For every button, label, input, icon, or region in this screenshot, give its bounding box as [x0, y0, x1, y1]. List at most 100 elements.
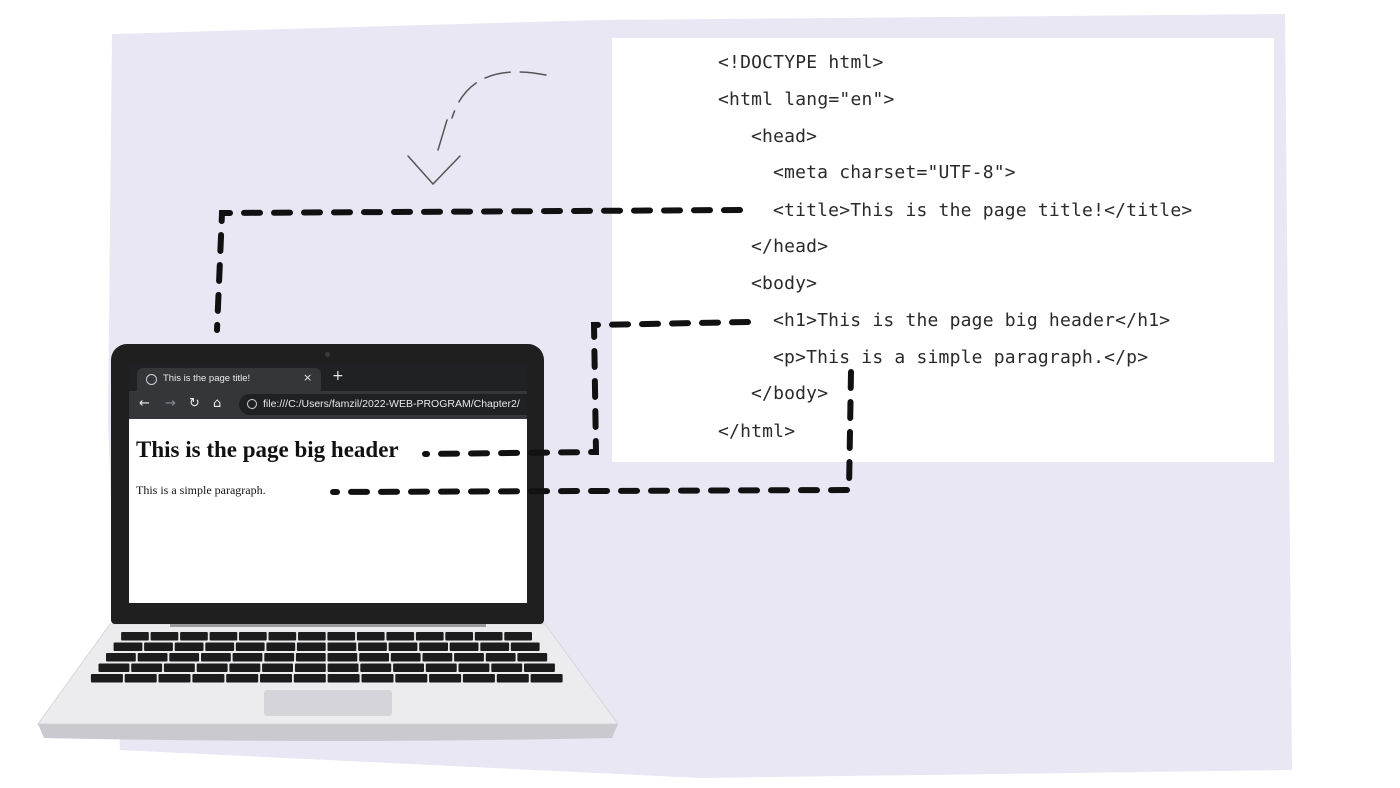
code-line-meta: <meta charset="UTF-8">	[773, 162, 1016, 183]
globe-icon	[146, 374, 157, 385]
keyboard-key	[390, 653, 421, 662]
keyboard-key	[260, 674, 292, 683]
keyboard-key	[144, 642, 173, 651]
browser-window: This is the page title! × + ← → ↻ ⌂ file…	[129, 365, 527, 603]
keyboard-key	[496, 674, 529, 683]
keyboard-key	[174, 642, 204, 651]
keyboard-key	[158, 674, 191, 683]
keyboard-key	[106, 653, 136, 662]
keyboard-key	[268, 632, 297, 641]
code-line-doctype: <!DOCTYPE html>	[718, 52, 884, 73]
keyboard-key	[295, 653, 326, 662]
browser-toolbar: ← → ↻ ⌂ file:///C:/Users/famzil/2022-WEB…	[129, 391, 527, 419]
keyboard-key	[491, 663, 523, 672]
page-paragraph: This is a simple paragraph.	[136, 483, 266, 497]
keyboard	[90, 632, 563, 683]
forward-icon[interactable]: →	[165, 396, 176, 411]
keyboard-key	[454, 653, 484, 662]
keyboard-key	[266, 642, 296, 651]
keyboard-key	[393, 663, 424, 672]
keyboard-key	[395, 674, 428, 683]
keyboard-key	[262, 663, 293, 672]
keyboard-key	[180, 632, 208, 641]
laptop-hinge	[170, 622, 486, 627]
keyboard-key	[201, 653, 231, 662]
keyboard-key	[121, 632, 149, 641]
keyboard-key	[449, 642, 479, 651]
keyboard-key	[264, 653, 295, 662]
keyboard-key	[205, 642, 235, 651]
address-bar[interactable]: file:///C:/Users/famzil/2022-WEB-PROGRAM…	[239, 394, 527, 415]
keyboard-key	[298, 632, 326, 641]
keyboard-key	[113, 642, 143, 651]
keyboard-key	[293, 674, 326, 683]
keyboard-key	[445, 632, 473, 641]
code-line-html-open: <html lang="en">	[718, 89, 895, 110]
keyboard-key	[294, 663, 326, 672]
keyboard-key	[169, 653, 200, 662]
code-line-head-close: </head>	[751, 236, 829, 257]
keyboard-key	[474, 632, 503, 641]
tab-strip: This is the page title! × +	[129, 365, 527, 391]
home-icon[interactable]: ⌂	[213, 396, 222, 411]
keyboard-key	[359, 653, 389, 662]
code-line-h1: <h1>This is the page big header</h1>	[773, 310, 1171, 331]
back-icon[interactable]: ←	[139, 396, 150, 411]
keyboard-key	[388, 642, 418, 651]
keyboard-key	[361, 674, 394, 683]
keyboard-key	[504, 632, 532, 641]
keyboard-key	[226, 674, 259, 683]
browser-tab[interactable]: This is the page title! ×	[137, 368, 321, 391]
keyboard-key	[131, 663, 163, 672]
keyboard-key	[485, 653, 516, 662]
keyboard-key	[235, 642, 265, 651]
keyboard-key	[124, 674, 157, 683]
webcam	[325, 352, 330, 357]
keyboard-key	[90, 674, 123, 683]
keyboard-key	[419, 642, 448, 651]
keyboard-key	[530, 674, 563, 683]
keyboard-key	[358, 642, 387, 651]
keyboard-key	[524, 663, 555, 672]
keyboard-key	[517, 653, 548, 662]
keyboard-key	[429, 674, 462, 683]
reload-icon[interactable]: ↻	[189, 396, 200, 411]
code-line-p: <p>This is a simple paragraph.</p>	[773, 347, 1149, 368]
keyboard-key	[232, 653, 263, 662]
keyboard-key	[163, 663, 195, 672]
keyboard-key	[150, 632, 179, 641]
keyboard-key	[327, 663, 359, 672]
keyboard-key	[480, 642, 510, 651]
tab-title: This is the page title!	[163, 373, 251, 384]
close-icon[interactable]: ×	[303, 371, 313, 384]
code-line-body-open: <body>	[751, 273, 818, 294]
keyboard-key	[415, 632, 444, 641]
keyboard-key	[98, 663, 130, 672]
keyboard-key	[327, 632, 356, 641]
keyboard-key	[327, 642, 357, 651]
keyboard-key	[192, 674, 225, 683]
keyboard-key	[209, 632, 238, 641]
keyboard-key	[360, 663, 392, 672]
keyboard-key	[356, 632, 385, 641]
url-text: file:///C:/Users/famzil/2022-WEB-PROGRAM…	[263, 398, 520, 410]
keyboard-key	[137, 653, 168, 662]
keyboard-key	[458, 663, 490, 672]
keyboard-key	[229, 663, 261, 672]
keyboard-key	[327, 653, 358, 662]
new-tab-button[interactable]: +	[332, 368, 344, 384]
keyboard-key	[327, 674, 360, 683]
code-line-head-open: <head>	[751, 126, 818, 147]
keyboard-key	[422, 653, 453, 662]
globe-icon	[247, 399, 257, 409]
trackpad	[264, 690, 392, 716]
code-line-title: <title>This is the page title!</title>	[773, 200, 1193, 221]
keyboard-key	[296, 642, 326, 651]
keyboard-key	[462, 674, 495, 683]
keyboard-key	[425, 663, 457, 672]
keyboard-key	[386, 632, 415, 641]
laptop-front-edge	[38, 724, 618, 741]
keyboard-key	[239, 632, 267, 641]
page-h1: This is the page big header	[136, 437, 399, 462]
